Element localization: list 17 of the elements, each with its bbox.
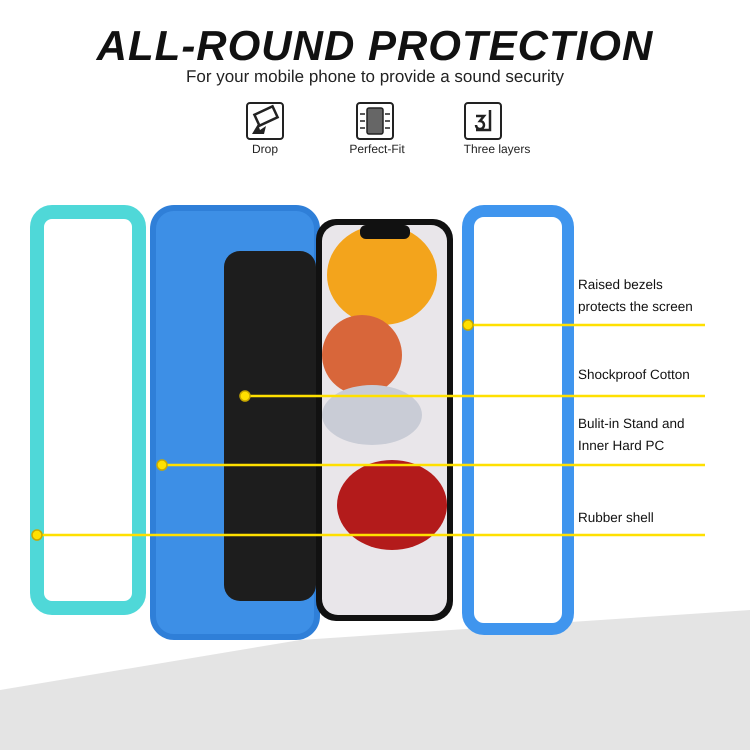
- cotton-pad-drawing: [224, 251, 316, 601]
- title: ALL-ROUND PROTECTION: [94, 22, 654, 70]
- callout-text: Rubber shell: [578, 507, 705, 535]
- bezel-frame-drawing: [462, 205, 574, 635]
- callout-text: Bulit-in Stand and Inner Hard PC: [578, 413, 705, 465]
- callout-text: Shockproof Cotton: [578, 364, 705, 396]
- feature-label: Three layers: [462, 142, 532, 156]
- leader-line: [31, 529, 705, 541]
- feature-label: Drop: [250, 142, 279, 156]
- leader-line: [239, 390, 705, 402]
- leader-line: [462, 319, 705, 331]
- leader-line: [156, 459, 705, 471]
- inner-case-drawing: [150, 205, 320, 640]
- rubber-shell-drawing: [30, 205, 146, 615]
- feature-label: Perfect-Fit: [348, 142, 406, 156]
- subtitle: For your mobile phone to provide a sound security: [185, 67, 565, 87]
- callout-text: Raised bezels protects the screen: [578, 274, 705, 325]
